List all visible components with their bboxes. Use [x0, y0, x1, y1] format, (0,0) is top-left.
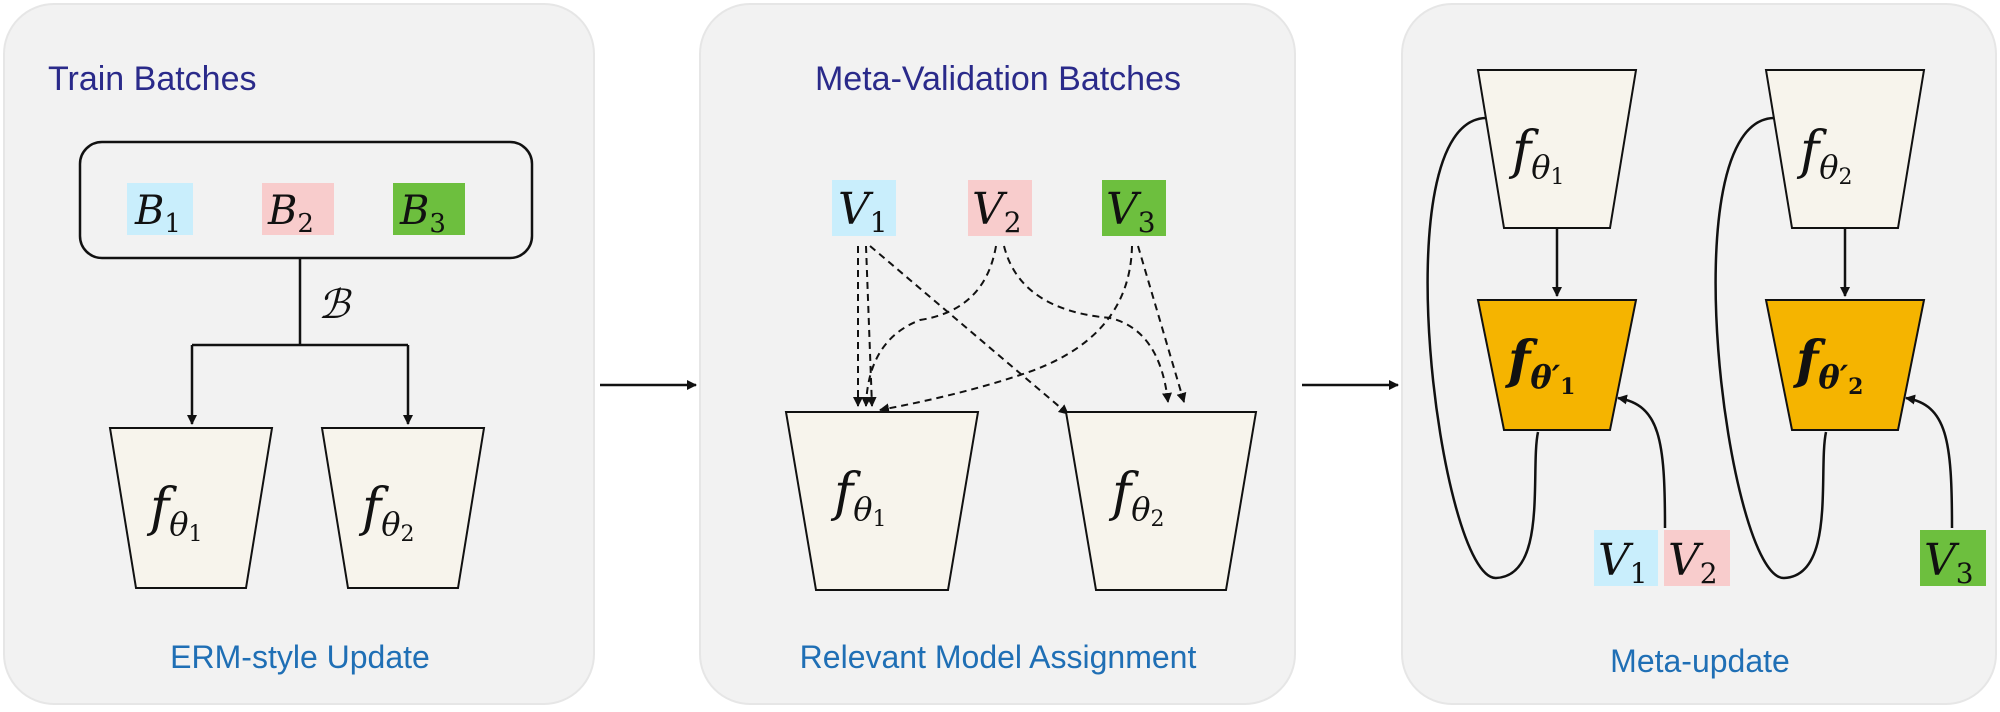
model-f-theta2-meta	[1764, 69, 1926, 229]
val-v2-label: V2	[972, 184, 1022, 239]
loop-line-right	[1714, 116, 1828, 580]
val-v3-highlight	[1102, 180, 1166, 236]
dashed-v3-to-model2-a	[1137, 245, 1187, 403]
model-f-theta1-erm-label: fθ1	[146, 478, 203, 547]
val-v3-label: V3	[1106, 184, 1156, 239]
dashed-v1-to-model2	[869, 245, 1069, 415]
val-v2-highlight	[968, 180, 1032, 236]
panel-title-meta-val: Meta-Validation Batches	[815, 60, 1181, 98]
meta-v1-label: V1	[1598, 535, 1648, 590]
arrow-v-to-updated2	[1905, 394, 1954, 529]
dashed-v3-to-model1	[879, 245, 1133, 414]
panel-caption-meta-update: Meta-update	[1610, 643, 1790, 679]
batch-b2-highlight	[262, 183, 334, 235]
model-f-theta1-meta-label: fθ1	[1508, 121, 1565, 190]
batch-b3-highlight	[393, 183, 465, 235]
model-f-theta1-meta	[1476, 69, 1638, 229]
model-f-theta1-erm	[108, 427, 274, 589]
batch-b2-label: B2	[267, 188, 314, 239]
val-v1-label: V1	[838, 184, 888, 239]
model-f-theta2-prime-label: fθ′2	[1792, 330, 1863, 400]
meta-v2-label: V2	[1668, 535, 1718, 590]
model-f-theta2-erm	[320, 427, 486, 589]
model-f-theta2-prime	[1764, 299, 1926, 431]
meta-v1-highlight	[1594, 530, 1658, 586]
dashed-v1-to-model1-b	[865, 245, 877, 407]
meta-v2-highlight	[1664, 530, 1730, 586]
batch-b3-label: B3	[399, 188, 446, 239]
batch-b1-highlight	[127, 183, 193, 235]
batch-b1-label: B1	[134, 188, 181, 239]
panel-title-train: Train Batches	[48, 60, 257, 98]
meta-v3-label: V3	[1924, 535, 1974, 590]
arrow-v-to-updated1	[1617, 394, 1667, 529]
batch-union-symbol: ℬ	[318, 282, 352, 328]
model-f-theta2-meta-label: fθ2	[1796, 121, 1853, 190]
meta-v3-highlight	[1920, 530, 1986, 586]
model-f-theta1-prime	[1476, 299, 1638, 431]
model-f-theta2-erm-label: fθ2	[358, 478, 415, 547]
panel-assignment	[699, 3, 1296, 705]
loop-line-left	[1426, 116, 1540, 580]
dashed-v2-to-model1	[861, 245, 997, 407]
panel-caption-erm: ERM-style Update	[170, 639, 430, 675]
model-f-theta1-assign	[784, 411, 980, 591]
panel-erm	[3, 3, 595, 705]
model-f-theta2-assign	[1064, 411, 1258, 591]
val-v1-highlight	[832, 180, 896, 236]
panel-caption-assignment: Relevant Model Assignment	[800, 639, 1197, 675]
